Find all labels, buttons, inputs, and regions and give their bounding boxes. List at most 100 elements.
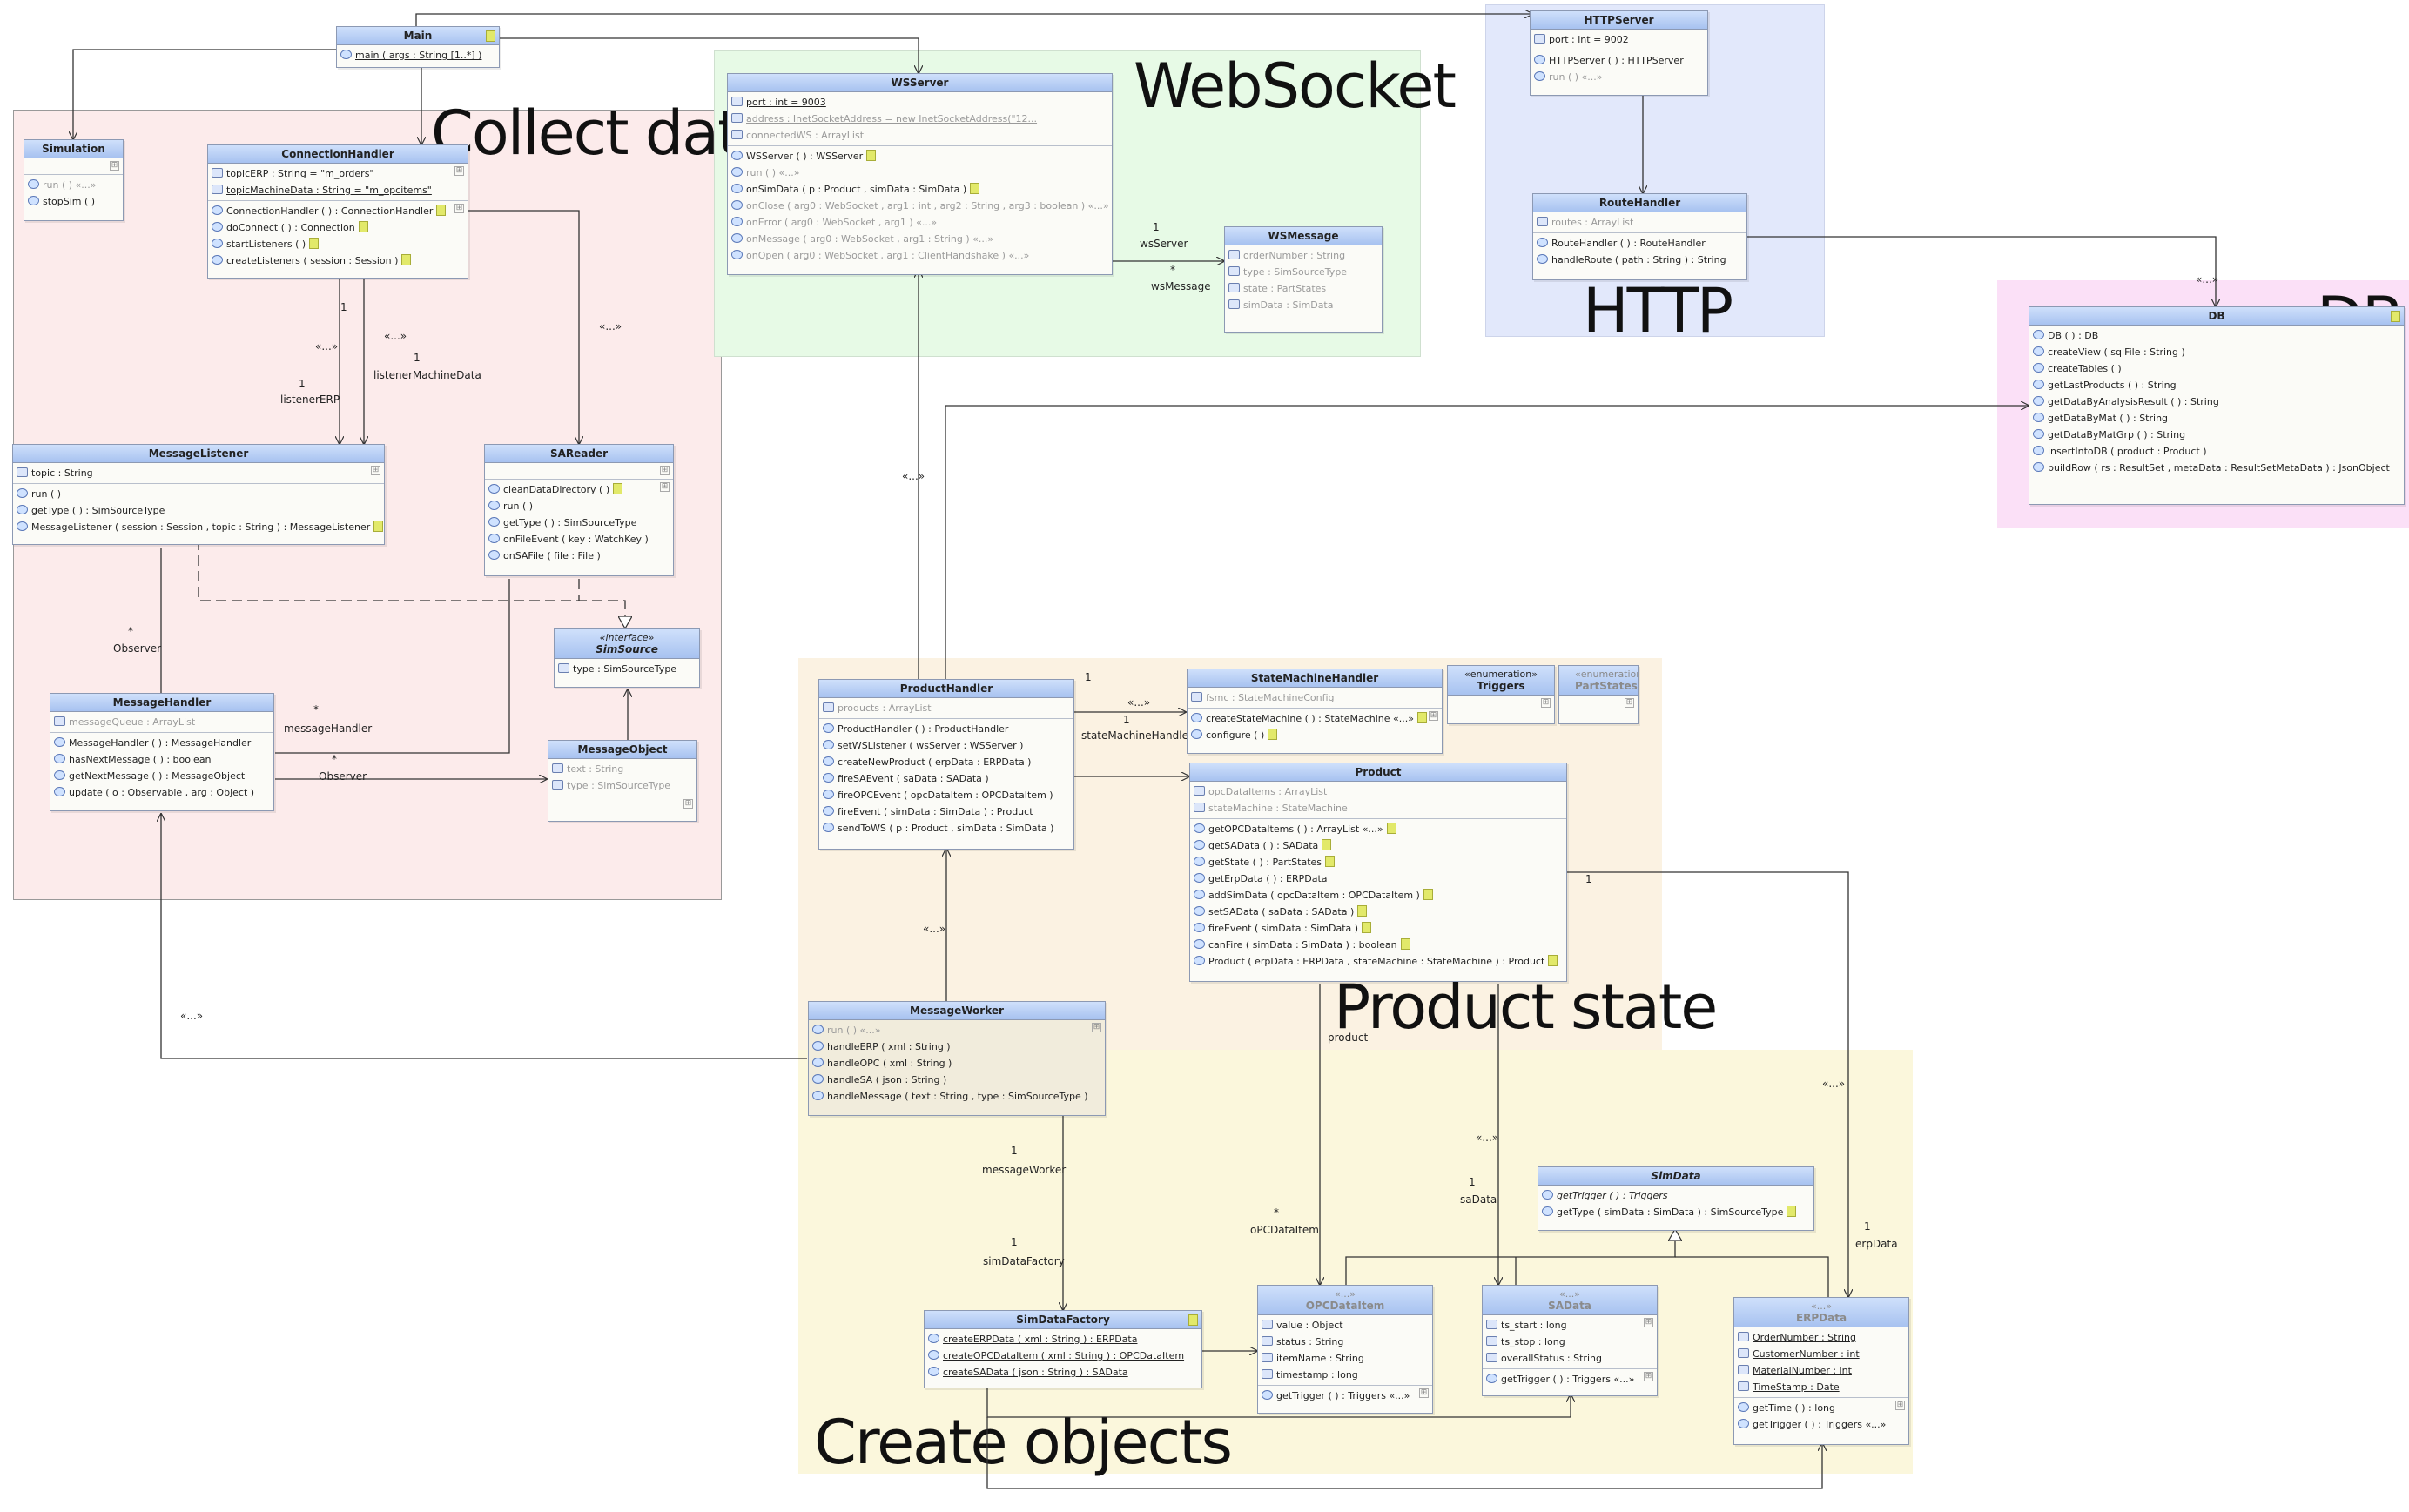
collapse-icon[interactable]: ⊞	[1644, 1372, 1653, 1381]
method-icon	[2033, 346, 2044, 356]
field-icon	[731, 113, 743, 123]
label-use3: «...»	[599, 320, 622, 333]
method-icon	[823, 773, 834, 783]
method-icon	[812, 1025, 824, 1034]
edge-main-wsserver	[498, 37, 919, 73]
field-icon	[552, 763, 563, 773]
method-icon	[1191, 713, 1202, 722]
label-erp-mult: 1	[1864, 1220, 1871, 1233]
label-messagehandler: messageHandler	[284, 722, 373, 735]
field-icon	[1534, 34, 1545, 44]
label-listener-erp-mult: 1	[299, 378, 306, 390]
note-icon	[486, 30, 495, 42]
label-ws-use: «...»	[902, 470, 925, 482]
collapse-icon[interactable]: ⊞	[454, 166, 464, 176]
class-ws-message[interactable]: WSMessage orderNumber : String type : Si…	[1224, 226, 1383, 333]
field-icon	[212, 185, 223, 194]
region-title-create-objects: Create objects	[814, 1407, 1233, 1478]
field-icon	[1228, 283, 1240, 292]
method-icon	[823, 806, 834, 816]
class-connection-handler[interactable]: ConnectionHandler ⊞ topicERP : String = …	[207, 144, 468, 279]
label-listener-erp: listenerERP	[280, 393, 340, 406]
class-product-handler[interactable]: ProductHandler products : ArrayList Prod…	[818, 679, 1074, 850]
note-icon	[613, 483, 623, 494]
collapse-icon[interactable]: ⊞	[1625, 698, 1634, 708]
method-icon	[2033, 446, 2044, 455]
class-sim-data[interactable]: SimData getTrigger ( ) : Triggers getTyp…	[1538, 1166, 1814, 1231]
field-icon	[558, 663, 569, 673]
class-message-worker[interactable]: MessageWorker ⊞ run ( ) «...» handleERP …	[808, 1001, 1106, 1116]
field-icon	[212, 168, 223, 178]
class-main[interactable]: Main main ( args : String [1..*] )	[336, 26, 500, 68]
edge-route-db	[1746, 236, 2216, 306]
class-route-handler[interactable]: RouteHandler routes : ArrayList RouteHan…	[1532, 193, 1747, 280]
class-product[interactable]: Product opcDataItems : ArrayList stateMa…	[1189, 763, 1567, 982]
field-icon	[552, 780, 563, 790]
class-opc-data-item[interactable]: «...»OPCDataItem value : Object status :…	[1257, 1285, 1433, 1414]
class-message-listener[interactable]: MessageListener ⊞ topic : String run ( )…	[12, 444, 385, 545]
collapse-icon[interactable]: ⊞	[660, 466, 670, 475]
region-title-collect: Collect data	[431, 97, 777, 169]
method-icon	[2033, 380, 2044, 389]
label-erp-use: «...»	[1822, 1078, 1846, 1090]
method-icon	[488, 501, 500, 510]
method-icon	[1486, 1374, 1497, 1383]
method-icon	[1194, 923, 1205, 932]
label-statemachinehandler: stateMachineHandler	[1081, 729, 1193, 742]
edge-product-erp	[1567, 871, 1848, 1297]
method-icon	[2033, 413, 2044, 422]
class-message-handler[interactable]: MessageHandler messageQueue : ArrayList …	[50, 693, 274, 811]
label-sadata: saData	[1460, 1193, 1497, 1206]
class-sim-source[interactable]: «interface»SimSource type : SimSourceTyp…	[554, 628, 700, 688]
edge-ph-db	[945, 406, 2029, 679]
class-state-machine-handler[interactable]: StateMachineHandler fsmc : StateMachineC…	[1187, 669, 1443, 754]
class-part-states[interactable]: «enumeration»PartStates ⊞	[1558, 665, 1639, 724]
class-http-server[interactable]: HTTPServer port : int = 9002 HTTPServer …	[1530, 10, 1708, 96]
field-icon	[1486, 1336, 1497, 1346]
label-mh-use: «...»	[180, 1010, 204, 1022]
field-icon	[1738, 1348, 1749, 1358]
method-icon	[812, 1058, 824, 1067]
class-sa-data[interactable]: «...»SAData ⊞ ts_start : long ts_stop : …	[1482, 1285, 1658, 1396]
collapse-icon[interactable]: ⊞	[454, 204, 464, 213]
method-icon	[1738, 1402, 1749, 1412]
note-icon	[1357, 905, 1368, 917]
label-listener-md-mult: 1	[414, 352, 421, 364]
note-icon	[1416, 712, 1427, 723]
collapse-icon[interactable]: ⊞	[110, 161, 119, 171]
field-icon	[1262, 1320, 1273, 1329]
label-wsmessage-mult: *	[1170, 264, 1175, 276]
class-sim-data-factory[interactable]: SimDataFactory createERPData ( xml : Str…	[924, 1310, 1202, 1388]
collapse-icon[interactable]: ⊞	[1429, 711, 1438, 721]
region-title-websocket: WebSocket	[1134, 50, 1457, 122]
field-icon	[1262, 1369, 1273, 1379]
class-simulation[interactable]: Simulation ⊞ run ( ) «...» stopSim ( )	[24, 139, 124, 221]
class-ws-server[interactable]: WSServer port : int = 9003 address : Ine…	[727, 73, 1113, 275]
edge-sareader-handler	[275, 579, 510, 754]
label-observer1: Observer	[113, 642, 162, 655]
collapse-icon[interactable]: ⊞	[1419, 1388, 1429, 1398]
field-icon	[1738, 1332, 1749, 1341]
collapse-icon[interactable]: ⊞	[1644, 1318, 1653, 1327]
collapse-icon[interactable]: ⊞	[683, 799, 693, 809]
class-triggers[interactable]: «enumeration»Triggers ⊞	[1447, 665, 1555, 724]
collapse-icon[interactable]: ⊞	[1092, 1023, 1101, 1032]
collapse-icon[interactable]: ⊞	[371, 466, 380, 475]
collapse-icon[interactable]: ⊞	[1541, 698, 1551, 708]
field-icon	[1537, 217, 1548, 226]
class-message-object[interactable]: MessageObject text : String type : SimSo…	[548, 740, 697, 822]
method-icon	[1537, 254, 1548, 264]
method-icon	[1262, 1390, 1273, 1400]
method-icon	[17, 488, 28, 498]
note-icon	[309, 238, 320, 249]
method-icon	[1194, 823, 1205, 833]
method-icon	[823, 740, 834, 749]
class-db[interactable]: DB DB ( ) : DB createView ( sqlFile : St…	[2029, 306, 2405, 505]
class-erp-data[interactable]: «...»ERPData OrderNumber : String Custom…	[1733, 1297, 1909, 1445]
class-sa-reader[interactable]: SAReader ⊞ ⊞ cleanDataDirectory ( ) run …	[484, 444, 674, 576]
collapse-icon[interactable]: ⊞	[660, 482, 670, 492]
label-sm-use: «...»	[1127, 696, 1151, 709]
collapse-icon[interactable]: ⊞	[1895, 1401, 1905, 1410]
method-icon	[731, 167, 743, 177]
label-opc-mult: *	[1274, 1206, 1279, 1219]
